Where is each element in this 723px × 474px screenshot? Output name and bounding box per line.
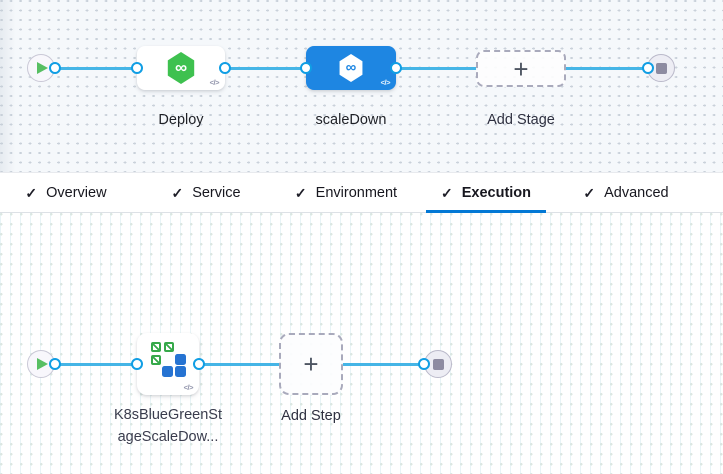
connector-port [49, 62, 61, 74]
check-icon: ✓ [25, 184, 38, 201]
connector-port [219, 62, 231, 74]
stop-icon [655, 62, 667, 74]
connector-line [223, 66, 308, 70]
connector-line [198, 362, 281, 366]
add-stage-label: Add Stage [487, 112, 555, 128]
stop-icon [432, 358, 444, 370]
harness-cd-icon: ∞ [339, 54, 363, 82]
connector-line [341, 362, 427, 366]
plus-icon: + [303, 349, 319, 379]
stage-graph-canvas[interactable]: ∞ </> ∞ </> + Deploy scaleDown Add Stage [0, 0, 723, 172]
code-icon: </> [209, 78, 220, 87]
add-stage-button[interactable]: + [476, 50, 566, 87]
connector-port [49, 358, 61, 370]
connector-line [394, 66, 478, 70]
connector-port [193, 358, 205, 370]
plus-icon: + [513, 53, 529, 84]
connector-line [55, 66, 139, 70]
connector-port [300, 62, 312, 74]
connector-line [55, 362, 139, 366]
tab-service[interactable]: ✓ Service [171, 184, 241, 201]
add-step-button[interactable]: + [279, 333, 343, 395]
step-label: K8sBlueGreenSt ageScaleDow... [113, 407, 222, 445]
tab-overview[interactable]: ✓ Overview [25, 184, 107, 201]
code-icon: </> [380, 78, 391, 87]
connector-port [131, 62, 143, 74]
stage-node-scaledown[interactable]: ∞ </> [306, 46, 396, 90]
connector-port [390, 62, 402, 74]
tab-execution[interactable]: ✓ Execution [426, 173, 546, 213]
stage-config-tabbar: ✓ Overview ✓ Service ✓ Environment ✓ Exe… [0, 172, 723, 213]
connector-port [131, 358, 143, 370]
connector-port [418, 358, 430, 370]
stage-label: scaleDown [315, 112, 387, 128]
check-icon: ✓ [294, 184, 307, 201]
check-icon: ✓ [171, 184, 184, 201]
play-icon [37, 358, 48, 370]
connector-line [564, 66, 650, 70]
code-icon: </> [183, 383, 194, 392]
harness-cd-icon: ∞ [167, 52, 195, 84]
stage-node-deploy[interactable]: ∞ </> [137, 46, 225, 90]
tab-environment[interactable]: ✓ Environment [294, 184, 398, 201]
check-icon: ✓ [440, 184, 453, 201]
check-icon: ✓ [583, 184, 596, 201]
connector-port [642, 62, 654, 74]
k8s-blue-green-icon [151, 342, 186, 377]
tab-advanced[interactable]: ✓ Advanced [583, 184, 669, 201]
step-node-k8s-bg-scaledown[interactable]: </> [137, 333, 199, 395]
stage-label: Deploy [158, 112, 204, 128]
execution-step-canvas[interactable]: </> + K8sBlueGreenSt ageScaleDow... Add … [0, 213, 723, 474]
play-icon [37, 62, 48, 74]
add-step-label: Add Step [281, 408, 341, 424]
